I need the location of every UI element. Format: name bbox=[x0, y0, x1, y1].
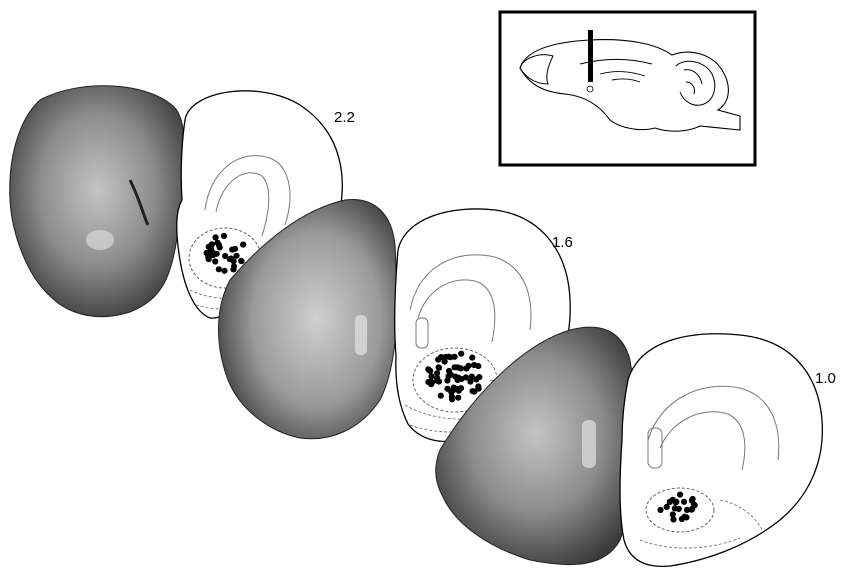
recording-site-dot bbox=[673, 499, 679, 505]
recording-site-dot bbox=[425, 379, 431, 385]
inset-frame bbox=[500, 12, 755, 165]
recording-site-dot bbox=[213, 234, 219, 240]
recording-site-dot bbox=[670, 511, 676, 517]
recording-site-dot bbox=[206, 254, 212, 260]
recording-site-dot bbox=[233, 253, 239, 259]
recording-site-dot bbox=[227, 256, 233, 262]
recording-site-dot bbox=[467, 379, 473, 385]
recording-site-dot bbox=[438, 393, 444, 399]
recording-site-dot bbox=[458, 376, 464, 382]
recording-site-dot bbox=[469, 355, 475, 361]
recording-site-dot bbox=[444, 377, 450, 383]
recording-site-dot bbox=[434, 370, 440, 376]
recording-site-dot bbox=[452, 374, 458, 380]
recording-site-dot bbox=[455, 395, 461, 401]
electrode bbox=[588, 30, 593, 82]
recording-site-dot bbox=[684, 507, 690, 513]
recording-site-dot bbox=[475, 383, 481, 389]
recording-site-dot bbox=[450, 387, 456, 393]
recording-site-dot bbox=[677, 492, 683, 498]
recording-site-dot bbox=[436, 378, 442, 384]
recording-site-dot bbox=[214, 240, 220, 246]
recording-site-dot bbox=[458, 385, 464, 391]
recording-site-dot bbox=[657, 507, 663, 513]
recording-site-dot bbox=[681, 499, 687, 505]
recording-site-dot bbox=[232, 246, 238, 252]
recording-site-dot bbox=[216, 266, 222, 272]
section-label-1-6: 1.6 bbox=[552, 234, 573, 251]
recording-site-dot bbox=[212, 258, 218, 264]
recording-site-dot bbox=[449, 396, 455, 402]
recording-site-dot bbox=[425, 366, 431, 372]
recording-site-dot bbox=[428, 373, 434, 379]
recording-site-dot bbox=[436, 364, 442, 370]
histology-slice-2-2 bbox=[10, 86, 185, 317]
recording-site-dot bbox=[209, 241, 215, 247]
sagittal-inset bbox=[500, 12, 755, 165]
recording-site-dot bbox=[676, 506, 682, 512]
recording-site-dot bbox=[458, 351, 464, 357]
recording-site-dot bbox=[473, 376, 479, 382]
histology-bright-area-1-0 bbox=[582, 420, 596, 468]
recording-site-dot bbox=[231, 263, 237, 269]
recording-site-dot bbox=[239, 258, 245, 264]
recording-site-dot bbox=[471, 389, 477, 395]
section-label-1-0: 1.0 bbox=[815, 370, 836, 387]
histology-bright-area-2-2 bbox=[86, 230, 114, 250]
recording-site-dot bbox=[667, 499, 673, 505]
recording-site-dot bbox=[446, 368, 452, 374]
recording-site-dot bbox=[466, 363, 472, 369]
recording-site-dot bbox=[455, 364, 461, 370]
recording-site-dot bbox=[214, 251, 220, 257]
recording-site-dot bbox=[471, 362, 477, 368]
recording-site-dot bbox=[447, 354, 453, 360]
recording-site-dot bbox=[221, 233, 227, 239]
recording-site-dot bbox=[435, 357, 441, 363]
recording-site-dot bbox=[679, 516, 685, 522]
atlas-outline-1-0 bbox=[620, 334, 822, 567]
recording-site-dot bbox=[689, 506, 695, 512]
recording-site-dot bbox=[689, 497, 695, 503]
recording-site-dot bbox=[221, 268, 227, 274]
recording-site-dot bbox=[442, 359, 448, 365]
section-label-2-2: 2.2 bbox=[334, 109, 355, 126]
histology-bright-area-1-6 bbox=[355, 315, 367, 355]
recording-site-dot bbox=[240, 242, 246, 248]
